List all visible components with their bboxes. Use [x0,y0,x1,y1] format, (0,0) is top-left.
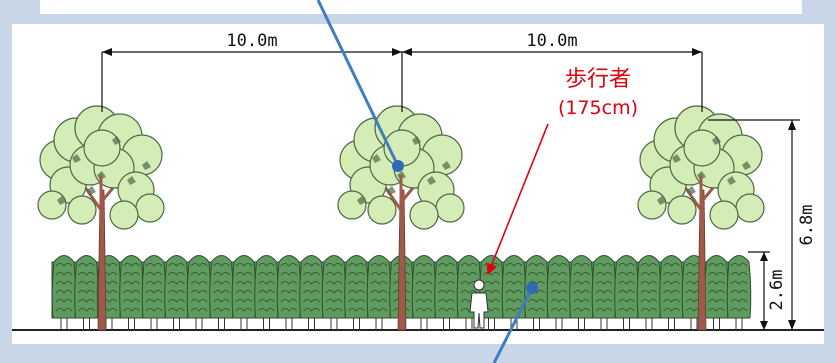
shrub [321,255,347,330]
tree-height-dimension [708,119,800,330]
shrub [276,255,302,330]
street-tree [37,105,165,331]
spacing-label-left: 10.0m [226,31,277,51]
hedge-pointer-dot [526,282,538,294]
shrub [254,255,279,330]
shrub [119,255,144,330]
caption-box-top [40,0,802,14]
shrub [501,255,527,330]
shrub [726,255,752,330]
pedestrian-arrow [486,123,549,276]
tree-pointer-dot [392,160,404,172]
spacing-dimension [101,48,703,112]
tree-row [37,105,765,331]
pedestrian-height-label: (175cm) [558,97,638,119]
shrub [659,255,684,330]
hedge-height-dimension [748,251,770,330]
shrub [299,255,324,330]
shrub [411,255,437,330]
hedge-height-label: 2.6m [767,270,787,311]
hedge-pointer-line [492,287,534,363]
tree-height-label: 6.8m [797,205,817,246]
pedestrian-figure [469,279,489,329]
street-tree [637,105,765,331]
shrub [209,255,234,330]
shrub [51,255,77,330]
shrub [546,255,572,330]
shrub [591,255,617,330]
pedestrian-label: 歩行者 [565,67,631,92]
spacing-label-right: 10.0m [526,31,577,51]
tree-pointer-line [316,0,400,167]
shrub [636,255,662,330]
